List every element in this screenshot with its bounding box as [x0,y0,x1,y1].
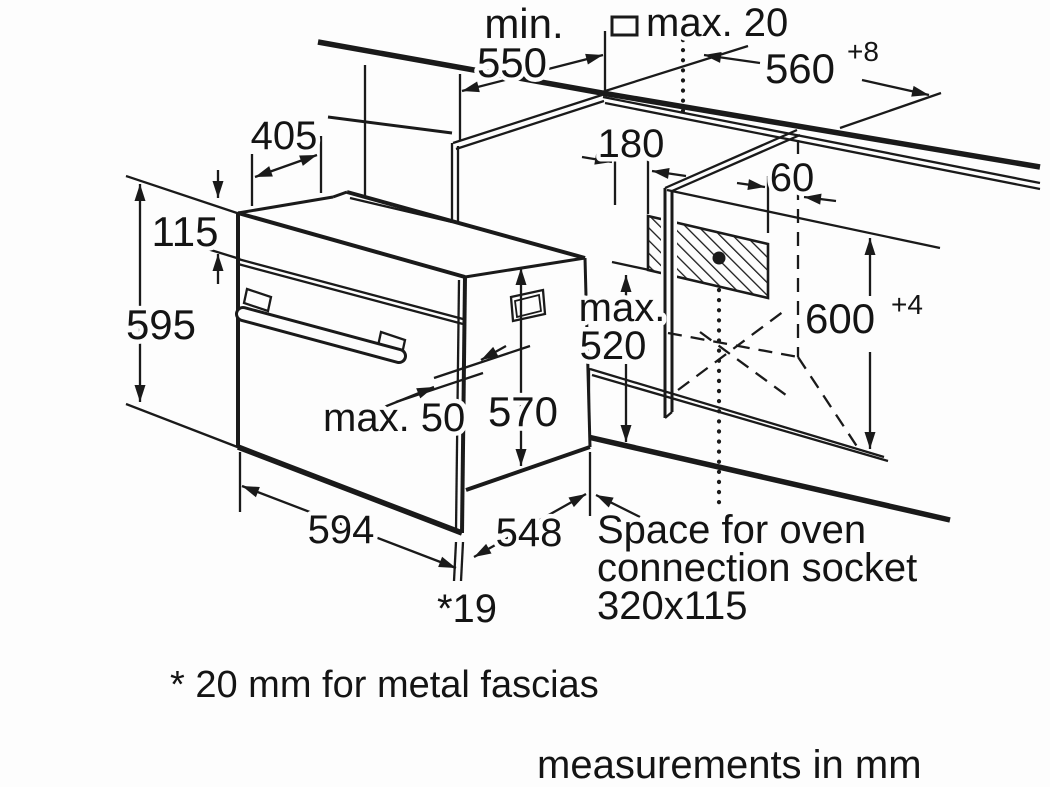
socket-point [712,251,726,265]
dim-max-word: max. [579,286,666,330]
socket-note-line3: 320x115 [597,584,748,628]
dimension-labels: min. 550 max. 20 560 +8 405 115 595 180 … [121,0,927,636]
units-note: measurements in mm [537,743,922,787]
oven-drawing [235,190,592,536]
dim-60-label: 60 [770,156,815,200]
dim-405-label: 405 [251,114,318,158]
vent-slot [509,288,547,323]
dim-520-label: 520 [580,324,647,368]
dim-600-tolerance: +4 [891,289,923,320]
dim-595-label: 595 [126,301,196,348]
dim-180-label: 180 [598,122,665,166]
dim-560-tolerance: +8 [847,36,879,67]
worktop-and-wall [317,39,1041,224]
annotation-text: Space for oven connection socket 320x115… [166,504,927,787]
dim-min-word: min. [484,0,563,47]
dim-560-label: 560 [765,45,835,92]
socket-note-line2: connection socket [597,546,917,590]
dim-600-label: 600 [805,295,875,342]
niche-drawing [550,37,951,523]
socket-note-line1: Space for oven [597,508,866,552]
oven-handle [235,287,407,364]
socket-space-hatch [646,214,770,300]
dim-550-label: 550 [477,39,547,86]
dim-570-label: 570 [488,388,558,435]
dim-19-label: *19 [437,587,497,631]
dim-max50-label: max. 50 [323,396,465,440]
dim-594-label: 594 [308,508,375,552]
dim-115-label: 115 [152,208,219,255]
square-symbol [610,15,639,37]
dim-548-label: 548 [496,511,563,555]
dimension-lines [125,15,942,582]
dim-max20-label: max. 20 [646,1,788,45]
fascia-footnote: * 20 mm for metal fascias [170,664,599,706]
